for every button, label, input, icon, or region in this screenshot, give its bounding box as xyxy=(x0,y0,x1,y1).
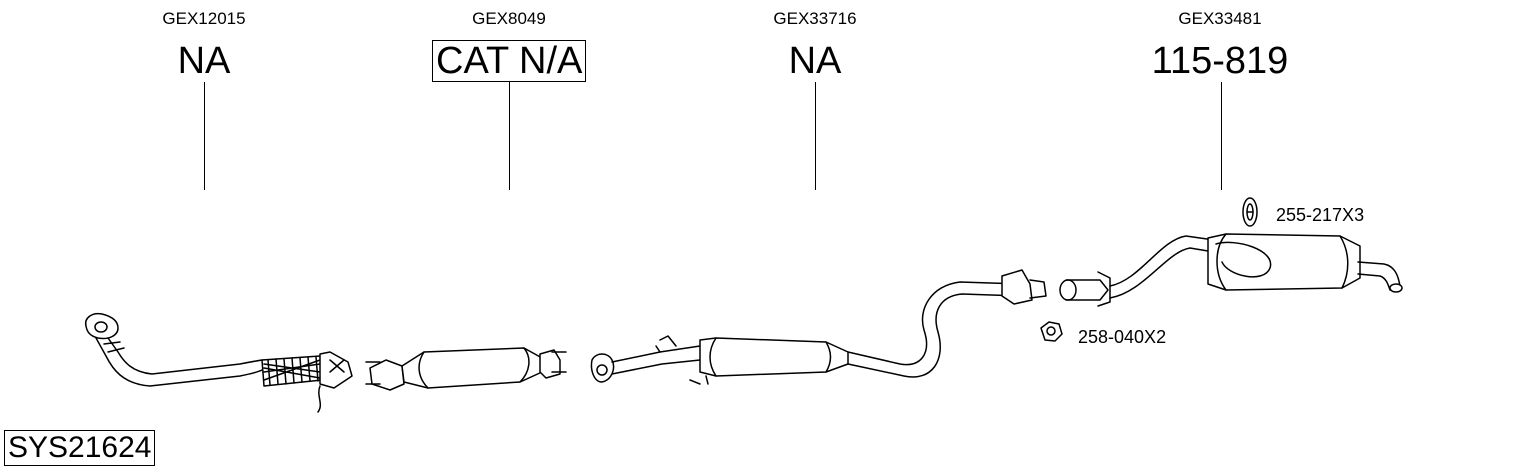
part-label-2: CAT N/A xyxy=(432,40,587,82)
part-label-3: NA xyxy=(788,40,842,82)
catalytic-converter xyxy=(365,347,567,391)
rear-silencer xyxy=(1059,233,1403,307)
part-code-4: GEX33481 xyxy=(1178,9,1262,28)
front-pipe xyxy=(84,312,353,413)
rubber-hanger-icon xyxy=(1242,197,1258,227)
part-code-2: GEX8049 xyxy=(472,9,546,28)
part-label-1: NA xyxy=(177,40,231,82)
part-code-3: GEX33716 xyxy=(773,9,857,28)
hanger-label: 255-217X3 xyxy=(1276,205,1365,225)
hex-nut-icon xyxy=(1040,321,1063,342)
leader-line-4 xyxy=(1221,82,1222,190)
leader-line-2 xyxy=(509,82,510,190)
leader-line-1 xyxy=(204,82,205,190)
system-id: SYS21624 xyxy=(4,430,156,466)
middle-silencer xyxy=(590,269,1047,385)
part-label-4: 115-819 xyxy=(1151,40,1289,82)
nut-label: 258-040X2 xyxy=(1078,327,1167,347)
leader-line-3 xyxy=(815,82,816,190)
part-code-1: GEX12015 xyxy=(162,9,246,28)
